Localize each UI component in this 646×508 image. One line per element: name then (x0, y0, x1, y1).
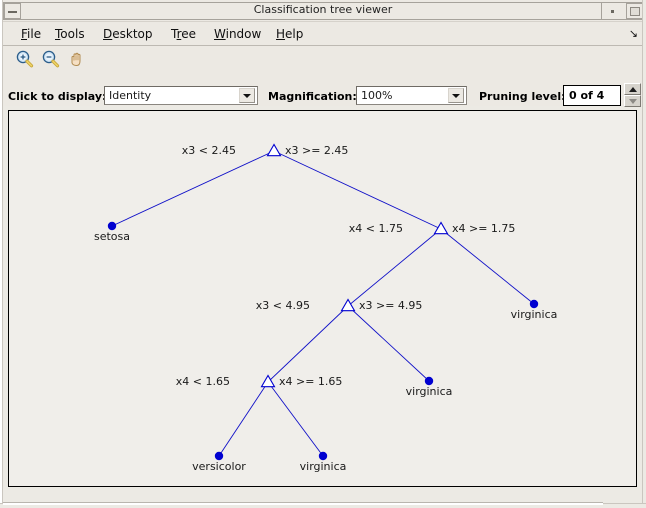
window-edge-right (642, 0, 646, 508)
split-label-right-n1: x3 >= 2.45 (285, 144, 348, 157)
split-label-right-n3: x3 >= 4.95 (359, 299, 422, 312)
pruning-level-field[interactable]: 0 of 4 (563, 85, 621, 106)
pruning-level-stepper[interactable] (624, 83, 641, 108)
magnification-select[interactable]: 100% (356, 86, 467, 105)
toolbar (0, 46, 646, 73)
tree-edge (347, 228, 442, 307)
tree-edge (440, 228, 535, 305)
menu-overflow-arrow-icon[interactable]: ↘ (628, 27, 638, 40)
window-edge-left (0, 0, 3, 508)
menu-desktop[interactable]: Desktop (103, 27, 153, 41)
tree-branch-node-n3[interactable] (340, 298, 356, 312)
tree-branch-node-n2[interactable] (433, 221, 449, 235)
split-label-left-n3: x3 < 4.95 (256, 299, 310, 312)
pan-button[interactable] (66, 49, 88, 70)
title-bar: Classification tree viewer (0, 0, 646, 22)
split-label-left-n1: x3 < 2.45 (182, 144, 236, 157)
tree-edge (273, 150, 442, 230)
menu-file[interactable]: File (21, 27, 42, 41)
window-menu-button[interactable] (601, 3, 623, 19)
magnification-select-value: 100% (361, 89, 393, 102)
pan-hand-icon (71, 52, 81, 67)
zoom-out-icon (42, 50, 60, 68)
tree-edge (267, 381, 324, 457)
leaf-label-l5: virginica (300, 460, 347, 473)
spinner-down-arrow-icon[interactable] (624, 95, 641, 107)
window-title: Classification tree viewer (253, 3, 393, 16)
tree-branch-node-n4[interactable] (260, 374, 276, 388)
leaf-label-l3: virginica (406, 385, 453, 398)
zoom-out-button[interactable] (40, 49, 62, 70)
tree-branch-node-n1[interactable] (266, 143, 282, 157)
menu-tools[interactable]: Tools (55, 27, 85, 41)
menu-tree[interactable]: Tree (171, 27, 197, 41)
chevron-down-icon[interactable] (239, 88, 255, 103)
tree-edge (347, 305, 430, 382)
display-label: Click to display: (8, 90, 107, 103)
leaf-label-l4: versicolor (192, 460, 246, 473)
split-label-right-n4: x4 >= 1.65 (279, 375, 342, 388)
display-select[interactable]: Identity (104, 86, 258, 105)
tree-plot-area[interactable]: x3 < 2.45 x3 >= 2.45 x4 < 1.75 x4 >= 1.75 x3… (8, 110, 637, 487)
minimize-button[interactable] (4, 3, 21, 19)
menu-window[interactable]: Window (214, 27, 262, 41)
pruning-level-label: Pruning level: (479, 90, 566, 103)
maximize-button[interactable] (626, 3, 643, 19)
zoom-in-icon (16, 50, 34, 68)
tree-leaf-node-l1[interactable] (107, 221, 117, 231)
tree-leaf-node-l5[interactable] (318, 451, 328, 461)
tree-leaf-node-l4[interactable] (214, 451, 224, 461)
tree-edge (218, 381, 269, 457)
zoom-in-button[interactable] (14, 49, 36, 70)
window-bottom-strip (3, 502, 603, 505)
tree-leaf-node-l2[interactable] (529, 299, 539, 309)
spinner-up-arrow-icon[interactable] (624, 83, 641, 95)
tree-edge (111, 150, 275, 227)
split-label-right-n2: x4 >= 1.75 (452, 222, 515, 235)
split-label-left-n4: x4 < 1.65 (176, 375, 230, 388)
classification-tree-graphic: x3 < 2.45 x3 >= 2.45 x4 < 1.75 x4 >= 1.75 x3… (94, 143, 558, 473)
title-bar-frame (3, 2, 643, 20)
tree-edge (267, 305, 349, 383)
pruning-level-value: 0 of 4 (569, 89, 605, 102)
chevron-down-icon[interactable] (448, 88, 464, 103)
tree-leaf-node-l3[interactable] (424, 376, 434, 386)
menu-help[interactable]: Help (276, 27, 304, 41)
leaf-label-l1: setosa (94, 230, 130, 243)
split-label-left-n2: x4 < 1.75 (349, 222, 403, 235)
menu-bar: File Tools Desktop Tree Window Help ↘ (0, 22, 646, 46)
magnification-label: Magnification: (268, 90, 357, 103)
display-select-value: Identity (109, 89, 152, 102)
leaf-label-l2: virginica (511, 308, 558, 321)
